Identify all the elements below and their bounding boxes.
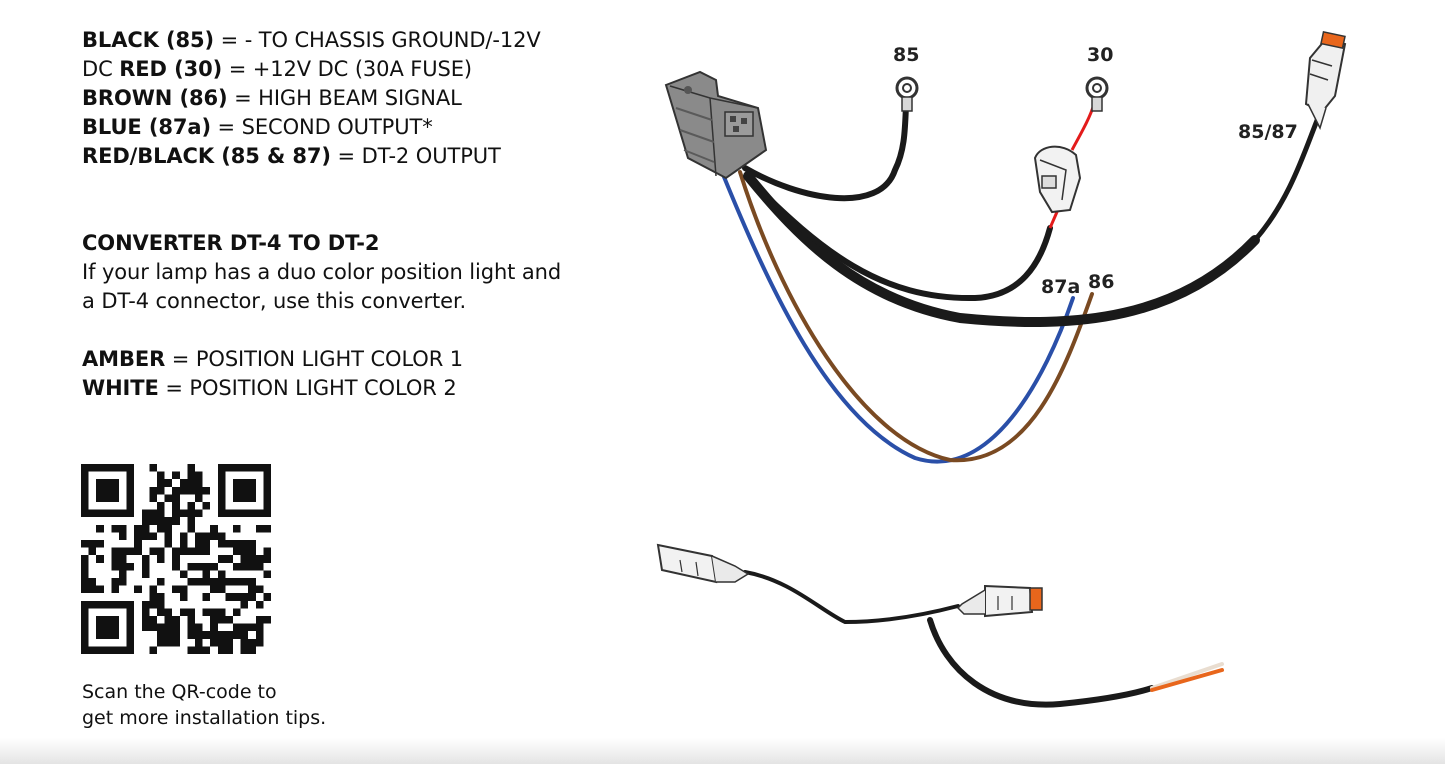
legend-brown: BROWN (86) = HIGH BEAM SIGNAL	[82, 84, 622, 113]
label-85: 85	[893, 44, 919, 66]
relay-socket	[664, 70, 768, 180]
wire-brown	[738, 170, 1094, 463]
dt2-converter-connector	[956, 584, 1043, 618]
converter-text-line2: a DT-4 connector, use this converter.	[82, 289, 467, 313]
legend-red-prefix: DC	[82, 57, 113, 81]
legend-blue: BLUE (87a) = SECOND OUTPUT*	[82, 113, 622, 142]
wire-red-lower	[747, 177, 1053, 302]
wire-red-upper	[1070, 103, 1096, 151]
ring-terminal-30	[1085, 76, 1109, 112]
color-white: WHITE = POSITION LIGHT COLOR 2	[82, 374, 622, 403]
legend-redblack-name: RED/BLACK (85 & 87)	[82, 144, 331, 168]
ring-terminal-85	[895, 76, 919, 112]
color-amber: AMBER = POSITION LIGHT COLOR 1	[82, 345, 622, 374]
legend-red-name: RED (30)	[119, 57, 223, 81]
wire-blue	[720, 170, 1075, 464]
legend-blue-desc: = SECOND OUTPUT*	[217, 115, 433, 139]
legend-red: DC RED (30) = +12V DC (30A FUSE)	[82, 55, 622, 84]
converter-cable	[743, 570, 1224, 708]
legend-blue-name: BLUE (87a)	[82, 115, 211, 139]
wire-black-upper	[1252, 115, 1321, 243]
qr-caption-line2: get more installation tips.	[82, 707, 327, 729]
color-white-name: WHITE	[82, 376, 159, 400]
qr-caption: Scan the QR-code to get more installatio…	[82, 679, 326, 731]
legend-brown-name: BROWN (86)	[82, 86, 228, 110]
converter-heading: CONVERTER DT-4 TO DT-2	[82, 231, 380, 255]
legend-black: BLACK (85) = - TO CHASSIS GROUND/-12V	[82, 26, 622, 55]
dt4-connector	[656, 543, 750, 584]
label-87a: 87a	[1041, 276, 1080, 298]
qr-caption-line1: Scan the QR-code to	[82, 681, 277, 703]
wire-black-85	[742, 102, 909, 202]
label-30: 30	[1087, 44, 1113, 66]
qr-code-image[interactable]	[81, 464, 271, 654]
legend-redblack: RED/BLACK (85 & 87) = DT-2 OUTPUT	[82, 142, 622, 171]
label-86: 86	[1088, 271, 1114, 293]
legend-redblack-desc: = DT-2 OUTPUT	[337, 144, 501, 168]
color-amber-name: AMBER	[82, 347, 166, 371]
wire-black-main	[743, 171, 1260, 327]
color-white-desc: = POSITION LIGHT COLOR 2	[165, 376, 457, 400]
legend-black-name: BLACK (85)	[82, 28, 215, 52]
legend-red-desc: = +12V DC (30A FUSE)	[228, 57, 473, 81]
legend-brown-desc: = HIGH BEAM SIGNAL	[234, 86, 462, 110]
legend-black-desc: = - TO CHASSIS GROUND/-12V	[220, 28, 541, 52]
wiring-diagram: 85 30 85/87 87a 86	[656, 30, 1347, 708]
legend-block: BLACK (85) = - TO CHASSIS GROUND/-12V DC…	[82, 26, 622, 403]
fuse-holder	[1033, 145, 1082, 214]
bottom-shadow	[0, 738, 1445, 764]
color-amber-desc: = POSITION LIGHT COLOR 1	[171, 347, 464, 371]
label-85-87: 85/87	[1238, 121, 1298, 143]
dt2-connector	[1304, 30, 1347, 131]
converter-text-line1: If your lamp has a duo color position li…	[82, 260, 562, 284]
